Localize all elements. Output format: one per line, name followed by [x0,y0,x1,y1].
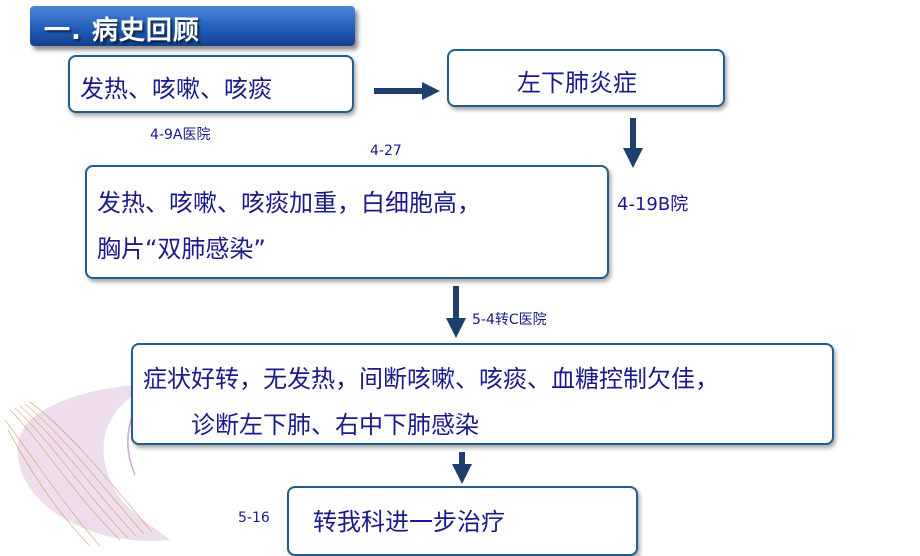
box-left-lower-pneumonia-text: 左下肺炎症 [517,69,637,97]
box-improvement-diagnosis-line2: 诊断左下肺、右中下肺感染 [191,411,479,439]
date-label-4-19: 4-19B院 [617,194,689,215]
box-initial-symptoms: 发热、咳嗽、咳痰 [68,55,354,113]
date-label-5-16: 5-16 [238,510,270,526]
box-initial-symptoms-text: 发热、咳嗽、咳痰 [80,75,272,103]
date-label-5-4: 5-4转C医院 [472,312,547,328]
section-title-bar: 一. 病史回顾 [30,6,355,46]
arrow-right-1 [374,82,440,100]
section-title: 一. 病史回顾 [44,16,200,46]
arrow-down-1 [623,118,643,168]
decorative-swirl-graphic [4,384,170,547]
box-worsening-symptoms-line1: 发热、咳嗽、咳痰加重，白细胞高， [97,189,481,217]
box-left-lower-pneumonia: 左下肺炎症 [447,49,725,107]
box-transfer-department: 转我科进一步治疗 [287,486,638,556]
box-worsening-symptoms-line2: 胸片“双肺感染” [97,235,266,263]
box-improvement-diagnosis-line1: 症状好转，无发热，间断咳嗽、咳痰、血糖控制欠佳， [143,365,719,393]
date-label-4-27: 4-27 [370,143,402,159]
box-improvement-diagnosis: 症状好转，无发热，间断咳嗽、咳痰、血糖控制欠佳， 诊断左下肺、右中下肺感染 [131,343,834,445]
arrow-down-2 [446,286,466,338]
date-label-4-9: 4-9A医院 [150,127,211,143]
box-transfer-department-text: 转我科进一步治疗 [313,508,505,536]
box-worsening-symptoms: 发热、咳嗽、咳痰加重，白细胞高， 胸片“双肺感染” [85,165,609,279]
arrow-down-3 [452,452,472,484]
